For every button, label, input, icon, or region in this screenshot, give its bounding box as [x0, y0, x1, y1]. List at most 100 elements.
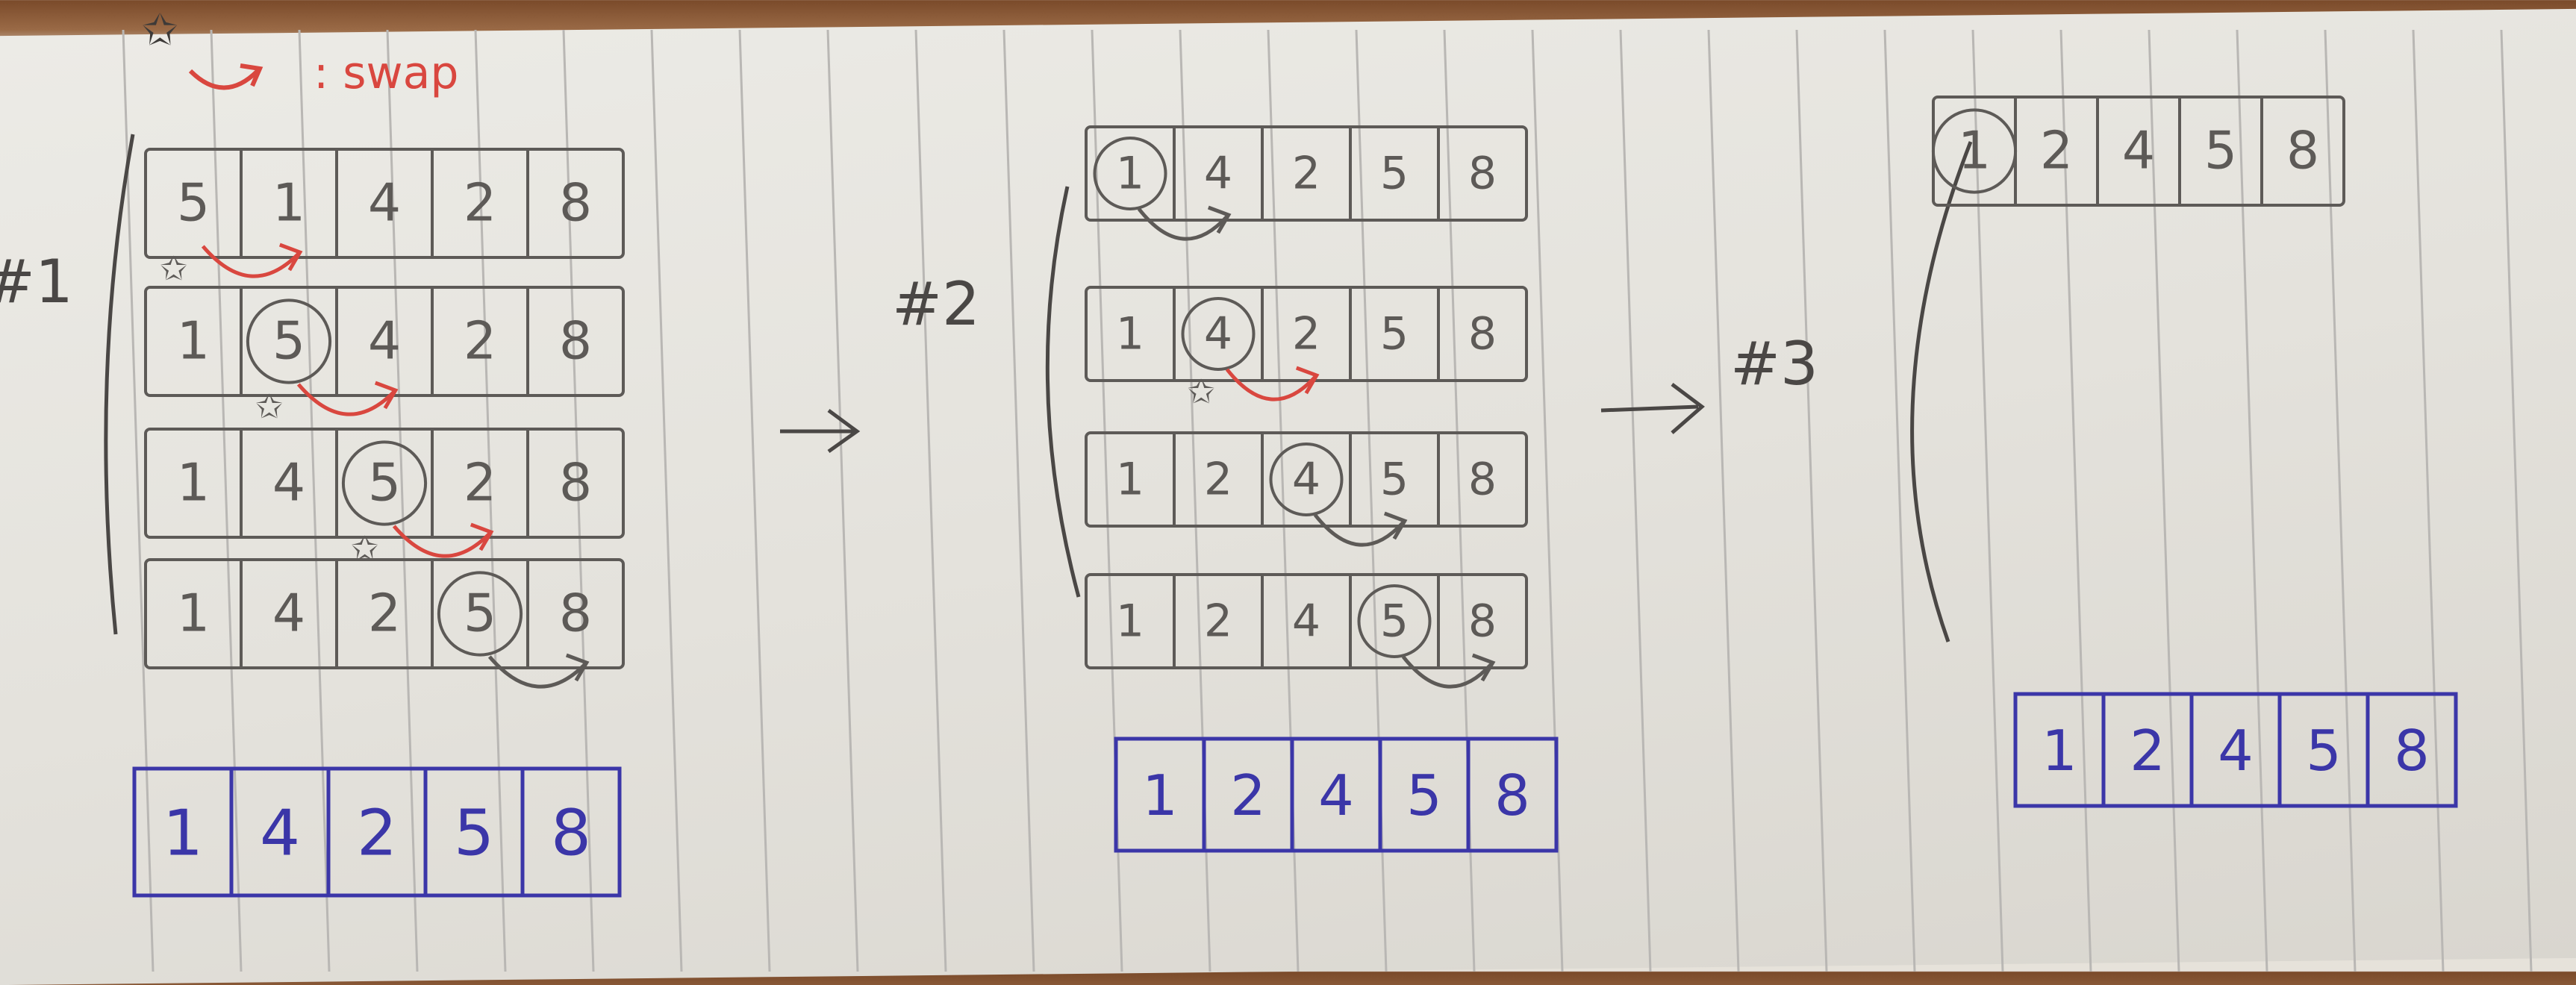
- result-cell-value: 5: [2306, 718, 2342, 784]
- rule-line: [826, 29, 859, 972]
- result-cell-value: 8: [1494, 763, 1530, 828]
- rule-line: [1883, 29, 1916, 972]
- swap-arrowhead-icon: [278, 243, 303, 272]
- step-cell-value: 1: [177, 311, 210, 372]
- step-cell-value: 1: [1116, 148, 1144, 200]
- step-cell-value: 8: [1468, 595, 1497, 648]
- step-cell-value: 2: [1204, 454, 1232, 506]
- pass-bracket-2: [1045, 186, 1081, 598]
- step-cell-value: 2: [1204, 595, 1232, 648]
- step-row-box: [144, 558, 625, 669]
- result-cell-value: 1: [2042, 718, 2077, 784]
- rule-line: [386, 29, 419, 972]
- rule-line: [2324, 29, 2357, 972]
- rule-line: [2412, 29, 2445, 972]
- compare-circle: [437, 571, 523, 657]
- step-cell-value: 4: [1204, 148, 1232, 200]
- swap-arrowhead-icon: [374, 381, 399, 410]
- compare-circle: [1931, 108, 2018, 194]
- swap-legend: ✩ : swap: [142, 4, 458, 99]
- swap-arrowhead-icon: [1207, 205, 1232, 234]
- swap-arrowhead-icon: [565, 653, 590, 682]
- result-cell-value: 1: [1142, 763, 1178, 828]
- rule-line: [122, 29, 155, 972]
- step-cell-value: 8: [559, 584, 592, 644]
- result-cell-value: 5: [454, 797, 494, 871]
- step-cell-value: 5: [2204, 121, 2237, 181]
- rule-line: [1795, 29, 1828, 972]
- legend-label: : swap: [314, 47, 458, 99]
- result-cell-value: 1: [163, 797, 203, 871]
- step-cell-value: 1: [272, 173, 305, 234]
- swap-arrowhead-icon: [470, 522, 494, 551]
- step-cell-value: 4: [1292, 595, 1320, 648]
- swap-arrow-icon: [296, 383, 396, 416]
- rule-line: [2059, 29, 2092, 972]
- result-row-box: [1114, 737, 1559, 853]
- swap-arrowhead-icon: [1471, 653, 1496, 682]
- pass-label-2: #2: [892, 269, 980, 339]
- step-cell-value: 2: [2040, 121, 2073, 181]
- swap-star-icon: ✩: [255, 388, 283, 426]
- result-cell-value: 4: [1318, 763, 1354, 828]
- result-cell-value: 2: [1230, 763, 1266, 828]
- step-cell-value: 1: [1116, 454, 1144, 506]
- compare-circle: [1181, 297, 1256, 371]
- step-cell-value: 2: [368, 584, 401, 644]
- step-row-box: [1085, 573, 1528, 669]
- step-cell-value: 1: [177, 584, 210, 644]
- swap-arrow-icon: [1137, 207, 1229, 241]
- result-cell-value: 4: [2218, 718, 2254, 784]
- swap-arrow-icon: [1313, 513, 1405, 547]
- step-cell-value: 5: [177, 173, 210, 234]
- rule-line: [474, 29, 507, 972]
- step-cell-value: 4: [1292, 454, 1320, 506]
- pass-bracket-3: [1910, 141, 1973, 642]
- rule-line: [738, 29, 771, 972]
- swap-arrow-icon: [1401, 655, 1493, 689]
- step-row-box: [1085, 431, 1528, 528]
- step-cell-value: 8: [559, 173, 592, 234]
- step-cell-value: 2: [1292, 308, 1320, 360]
- rule-line: [1619, 29, 1652, 972]
- step-cell-value: 1: [177, 453, 210, 513]
- rule-line: [2148, 29, 2180, 972]
- step-cell-value: 1: [1116, 595, 1144, 648]
- result-cell-value: 2: [2130, 718, 2165, 784]
- pass-1-to-2-arrow-icon: [780, 408, 861, 454]
- legend-swap-arrow-icon: [188, 69, 260, 90]
- step-row-box: [144, 286, 625, 397]
- pass-bracket-1: [104, 134, 135, 635]
- step-cell-value: 4: [368, 173, 401, 234]
- step-cell-value: 5: [368, 453, 401, 513]
- step-cell-value: 8: [1468, 308, 1497, 360]
- step-cell-value: 1: [1958, 121, 1991, 181]
- step-cell-value: 4: [2122, 121, 2155, 181]
- swap-arrow-icon: [487, 655, 587, 689]
- pass-2-to-3-arrow-icon: [1600, 383, 1705, 434]
- rule-line: [562, 29, 595, 972]
- step-cell-value: 5: [272, 311, 305, 372]
- rule-line: [1002, 29, 1035, 972]
- step-cell-value: 4: [272, 584, 305, 644]
- swap-star-icon: ✩: [351, 530, 378, 568]
- step-cell-value: 5: [1380, 308, 1409, 360]
- result-cell-value: 2: [357, 797, 397, 871]
- step-cell-value: 4: [1204, 308, 1232, 360]
- step-cell-value: 5: [1380, 148, 1409, 200]
- step-cell-value: 4: [272, 453, 305, 513]
- swap-arrowhead-icon: [1295, 366, 1320, 395]
- step-cell-value: 4: [368, 311, 401, 372]
- pass-label-3: #3: [1730, 329, 1818, 398]
- step-cell-value: 1: [1116, 308, 1144, 360]
- step-cell-value: 8: [559, 311, 592, 372]
- swap-arrow-icon: [392, 525, 491, 558]
- step-cell-value: 2: [464, 173, 496, 234]
- step-cell-value: 8: [1468, 148, 1497, 200]
- legend-star-icon: ✩: [142, 4, 178, 55]
- step-cell-value: 8: [2286, 121, 2319, 181]
